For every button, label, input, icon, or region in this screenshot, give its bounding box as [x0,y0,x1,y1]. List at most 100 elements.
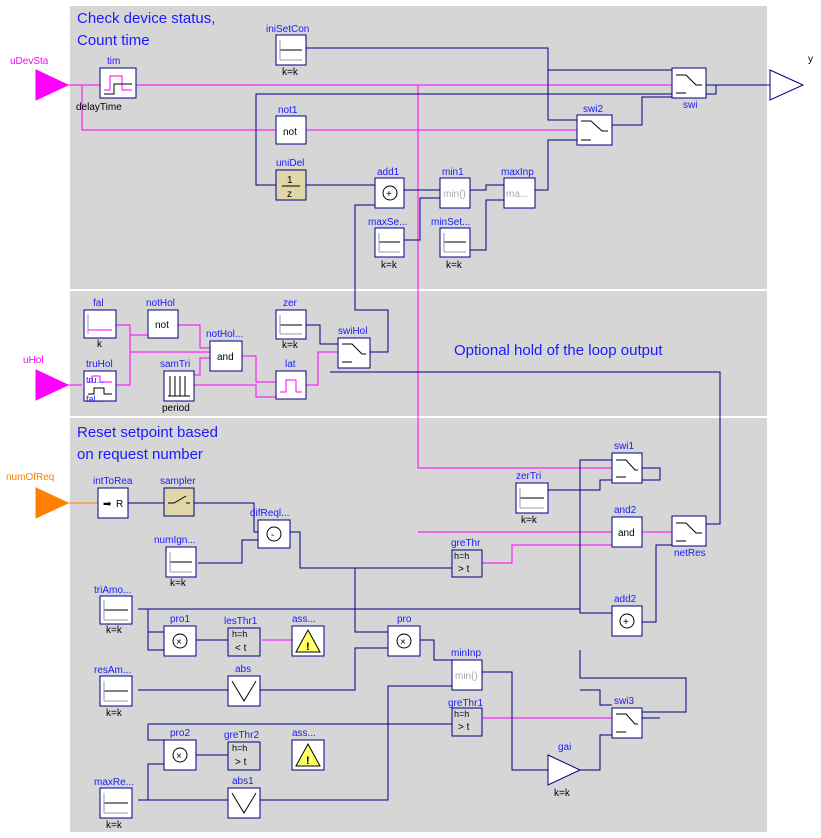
triamo-name: triAmo... [94,585,131,596]
block-lat[interactable]: lat [275,359,307,400]
block-ass1[interactable]: ! ass... [291,614,325,657]
input-udevsta-icon[interactable] [35,69,70,101]
block-numign[interactable]: numIgn... k=k [154,535,197,589]
block-swi3[interactable]: swi3 [611,696,643,739]
abs-name: abs [235,664,251,675]
difreq-name: difReql... [250,508,289,519]
block-inttorea[interactable]: ➡ R intToRea [93,476,133,519]
input-numofreq-icon[interactable] [35,487,70,519]
block-abs[interactable]: abs [227,664,261,707]
block-grethr2[interactable]: h=h > t greThr2 [224,730,261,771]
block-tim[interactable]: tim delayTime [76,56,137,113]
block-not1[interactable]: not not1 [275,105,307,145]
swi3-name: swi3 [614,696,634,707]
truhol-name: truHol [86,359,113,370]
block-add1[interactable]: + add1 [374,167,405,209]
not1-name: not1 [278,105,298,116]
unidel-num: 1 [287,175,293,186]
pro-text: × [400,637,406,648]
block-swi1[interactable]: swi1 [611,441,643,484]
pro1-name: pro1 [170,614,190,625]
input-numofreq-label: numOfReq [6,472,54,483]
block-add2[interactable]: + add2 [611,594,643,637]
section-title-line2: Count time [77,32,150,49]
block-samtri[interactable]: samTri period [160,359,195,414]
block-nothol[interactable]: not notHol [146,298,179,339]
not1-text: not [283,127,297,138]
fal-param: k [97,339,103,350]
block-grethr[interactable]: h=h > t greThr [451,538,483,578]
numign-name: numIgn... [154,535,196,546]
mininp-name: minInp [451,648,481,659]
resam-name: resAm... [94,665,131,676]
min1-name: min1 [442,167,464,178]
ass2-name: ass... [292,728,316,739]
grethr-name: greThr [451,538,481,549]
block-pro1[interactable]: × pro1 [163,614,197,657]
maxinp-name: maxInp [501,167,534,178]
block-maxre[interactable]: maxRe... k=k [94,777,134,831]
resam-param: k=k [106,708,123,719]
numign-param: k=k [170,578,187,589]
add1-name: add1 [377,167,400,178]
input-uhol-icon[interactable] [35,369,70,401]
block-maxse[interactable]: maxSe... k=k [368,217,407,271]
add2-text: + [623,617,629,628]
block-pro[interactable]: × pro [387,614,421,657]
block-ass2[interactable]: ! ass... [291,728,325,771]
block-zertri[interactable]: zerTri k=k [515,471,549,526]
block-grethr1[interactable]: h=h > t greThr1 [448,698,483,737]
block-difreq[interactable]: - difReql... [250,508,291,549]
reset-title-line1: Reset setpoint based [77,424,218,441]
block-minset[interactable]: minSet... k=k [431,217,471,271]
min1-text: min() [443,189,466,200]
samtri-param: period [162,403,190,414]
block-gai[interactable]: gai k=k [547,742,582,799]
block-min1[interactable]: min() min1 [439,167,471,209]
minset-name: minSet... [431,217,470,228]
add1-text: + [386,189,392,200]
output-y-label: y [808,54,813,65]
grethr2-name: greThr2 [224,730,259,741]
tim-param: delayTime [76,102,122,113]
block-truhol[interactable]: tru... fal... truHol [83,359,117,404]
and2-name: and2 [614,505,637,516]
block-nothol-and[interactable]: and notHol... [206,329,243,372]
hold-note: Optional hold of the loop output [454,342,663,359]
sampler-name: sampler [160,476,196,487]
inisetcon-param: k=k [282,67,299,78]
section-title-line1: Check device status, [77,10,215,27]
gai-param: k=k [554,788,571,799]
pro2-name: pro2 [170,728,190,739]
block-netres[interactable]: netRes [671,515,707,559]
block-unidel[interactable]: 1 z uniDel [275,158,307,201]
block-resam[interactable]: resAm... k=k [94,665,133,719]
block-sampler[interactable]: sampler [160,476,196,517]
nothol-and-text: and [217,352,234,363]
unidel-den: z [287,189,292,200]
block-swihol[interactable]: swiHol [337,326,371,369]
block-and2[interactable]: and and2 [611,505,643,548]
block-triamo[interactable]: triAmo... k=k [94,585,133,636]
inttorea-arrow: ➡ [103,499,112,510]
block-abs1[interactable]: abs1 [227,776,261,819]
block-swi2[interactable]: swi2 [576,104,613,146]
block-pro2[interactable]: × pro2 [163,728,197,771]
inisetcon-name: iniSetCon [266,24,309,35]
block-lesthr1[interactable]: h=h < t lesThr1 [224,616,261,657]
unidel-name: uniDel [276,158,304,169]
grethr1-text: > t [458,722,470,733]
block-fal[interactable]: fal k [83,298,117,350]
block-zer[interactable]: zer k=k [275,298,307,351]
connections [68,47,770,801]
tim-name: tim [107,56,120,67]
input-uhol-label: uHol [23,355,44,366]
triamo-param: k=k [106,625,123,636]
block-maxinp[interactable]: ma... maxInp [501,167,536,209]
block-inisetcon[interactable]: iniSetCon k=k [266,24,309,78]
block-mininp[interactable]: min() minInp [451,648,483,691]
grethr2-param: h=h [232,743,247,753]
block-swi[interactable]: swi [671,67,707,111]
zertri-param: k=k [521,515,538,526]
output-y-icon[interactable] [769,69,805,101]
